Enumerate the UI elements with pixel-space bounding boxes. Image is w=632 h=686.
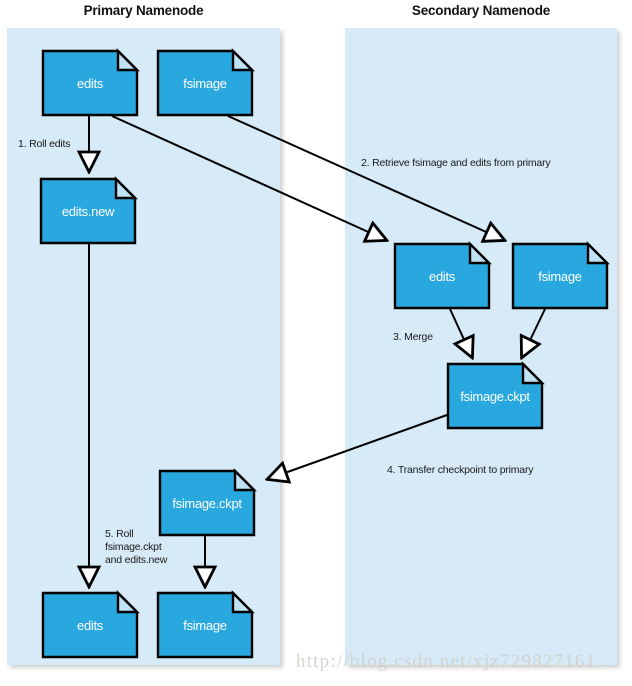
step-label-2: 2. Retrieve fsimage and edits from prima… bbox=[361, 157, 551, 169]
node-edits-secondary[interactable]: edits bbox=[393, 241, 492, 310]
step-label-4: 4. Transfer checkpoint to primary bbox=[387, 464, 534, 476]
step-label-5: 5. Roll fsimage.ckpt and edits.new bbox=[105, 528, 168, 566]
step-label-3: 3. Merge bbox=[393, 331, 433, 343]
node-fsimage-secondary[interactable]: fsimage bbox=[511, 241, 610, 310]
node-edits-primary[interactable]: edits bbox=[41, 48, 140, 117]
panel-primary bbox=[7, 28, 280, 665]
node-fsimage-ckpt-secondary[interactable]: fsimage.ckpt bbox=[446, 361, 545, 430]
panel-title-secondary: Secondary Namenode bbox=[411, 3, 551, 18]
step-label-1: 1. Roll edits bbox=[18, 138, 71, 150]
node-fsimage-ckpt-primary[interactable]: fsimage.ckpt bbox=[158, 468, 257, 537]
node-fsimage-rolled[interactable]: fsimage bbox=[156, 590, 255, 659]
watermark-text: http://blog.csdn.net/xjz729827161 bbox=[296, 651, 597, 672]
node-fsimage-primary[interactable]: fsimage bbox=[156, 48, 255, 117]
node-edits-new[interactable]: edits.new bbox=[39, 176, 138, 245]
panel-title-primary: Primary Namenode bbox=[83, 3, 204, 18]
node-edits-rolled[interactable]: edits bbox=[41, 590, 140, 659]
panel-secondary bbox=[345, 28, 617, 665]
